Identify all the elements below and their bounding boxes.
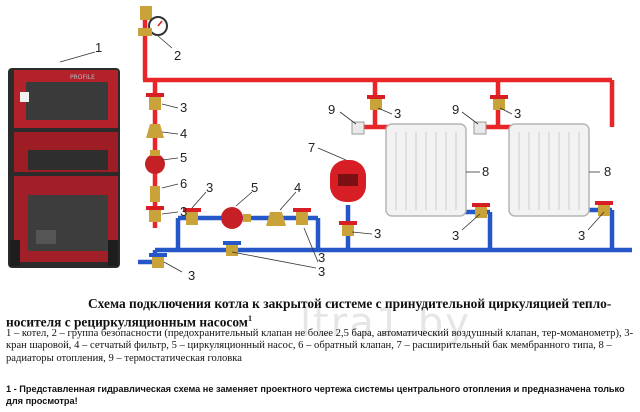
label-filter-riser: 4 [180, 126, 187, 141]
boiler: PROFILE [8, 68, 120, 268]
watermark: ltra1.by [300, 300, 471, 346]
label-boiler: 1 [95, 40, 102, 55]
label-filter-branch: 4 [294, 180, 301, 195]
label-pump-riser: 5 [180, 150, 187, 165]
scheme-title: Схема подключения котла к закрытой систе… [6, 296, 634, 329]
label-valve-radiator-left: 3 [394, 106, 401, 121]
return-pipes [138, 205, 632, 265]
label-safety-group: 2 [174, 48, 181, 63]
label-valve-radiator-right: 3 [514, 106, 521, 121]
leader-lines [59, 35, 605, 273]
radiator-left [385, 123, 467, 217]
boiler-brand: PROFILE [70, 74, 95, 81]
scheme-title-text: Схема подключения котла к закрытой систе… [6, 296, 612, 330]
label-radiator-left: 8 [482, 164, 489, 179]
label-thermo-head-right: 9 [452, 102, 459, 117]
label-expansion-tank: 7 [308, 140, 315, 155]
heating-scheme-diagram: PROFILE [8, 6, 632, 283]
label-valve-tank: 3 [374, 226, 381, 241]
label-radiator-right: 8 [604, 164, 611, 179]
label-thermo-head-left: 9 [328, 102, 335, 117]
recirculation-fittings [183, 207, 311, 256]
safety-group [138, 6, 168, 36]
riser-fittings [145, 93, 167, 268]
component-labels: 1 2 3 3 4 5 6 3 5 4 3 3 3 7 3 9 3 8 3 9 … [95, 40, 611, 283]
radiator-right [508, 123, 590, 217]
label-valve-return-left: 3 [452, 228, 459, 243]
label-valve-riser-lower: 3 [180, 204, 187, 219]
legend-text: 1 – котел, 2 – группа безопасности (пред… [6, 328, 634, 364]
label-check-valve: 6 [180, 176, 187, 191]
label-valve-branch-lower: 3 [318, 250, 325, 265]
disclaimer-note: 1 - Представленная гидравлическая схема … [6, 384, 625, 406]
title-footnote-mark: 1 [247, 314, 252, 323]
label-valve-bottom-left: 3 [188, 268, 195, 283]
radiator-valves [351, 95, 613, 218]
label-pump-branch: 5 [251, 180, 258, 195]
label-valve-branch-right: 3 [318, 264, 325, 279]
expansion-tank [330, 160, 366, 236]
label-valve-return-right: 3 [578, 228, 585, 243]
label-valve-top: 3 [180, 100, 187, 115]
label-valve-branch: 3 [206, 180, 213, 195]
